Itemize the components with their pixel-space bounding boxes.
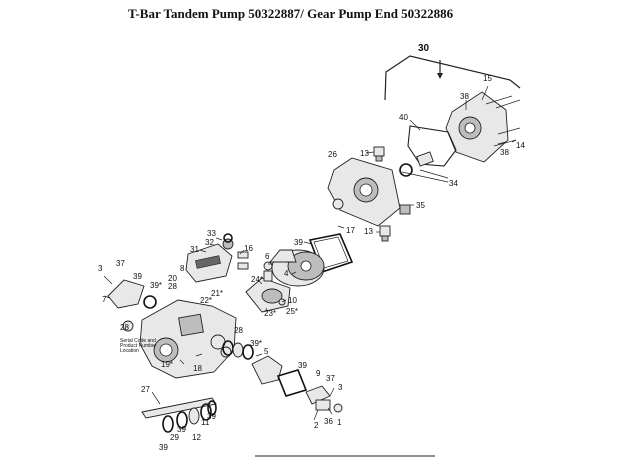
fitting-lower [379, 225, 391, 242]
callout: 23* [264, 309, 276, 318]
callout: 24* [251, 275, 263, 284]
callout: 31 [190, 245, 199, 254]
callout: 28 [234, 326, 243, 335]
callout: 36 [324, 417, 333, 426]
callout: 28 [168, 282, 177, 291]
callout: 33 [207, 229, 216, 238]
callout: 28 [120, 323, 129, 332]
callout: 1 [337, 418, 342, 427]
callout: 4 [284, 269, 289, 278]
callout: 39 [133, 272, 142, 281]
callout: 11 [201, 418, 210, 427]
swash-plate-group [245, 277, 291, 313]
left-cover-plate [107, 279, 157, 332]
callout: 40 [399, 113, 408, 122]
serial-note-line-3: Location [120, 348, 139, 354]
leader-lines [103, 85, 517, 421]
serial-note-line-2: Product Number [120, 343, 157, 349]
callout: 8 [180, 264, 185, 273]
callout: 39 [207, 412, 216, 421]
plug [399, 204, 411, 215]
callout: 20 [168, 274, 177, 283]
callout: 18 [193, 364, 202, 373]
main-pump-housing [139, 299, 237, 379]
gasket [407, 125, 457, 167]
callout: 16 [244, 244, 253, 253]
callout: 5 [264, 347, 269, 356]
callout: 14 [516, 141, 525, 150]
callout: 35 [416, 201, 425, 210]
callout: 38 [500, 148, 509, 157]
callout: 9 [316, 369, 321, 378]
callout: 29 [170, 433, 179, 442]
fitting-upper [373, 146, 385, 162]
callout: 6 [265, 252, 270, 261]
callout: 13 [364, 227, 373, 236]
callout: 38 [460, 92, 469, 101]
callout: 27 [141, 385, 150, 394]
serial-note-line-1: Serial Code and [120, 338, 156, 344]
callout: 39 [159, 443, 168, 452]
callout: 3 [98, 264, 103, 273]
callout: 3 [338, 383, 343, 392]
callout: 19* [161, 360, 173, 369]
callout-assembly: 30 [418, 43, 430, 54]
callout: 21* [211, 289, 223, 298]
assembly-bracket [384, 55, 521, 101]
drive-shaft-27 [141, 397, 217, 433]
callout: 7 [102, 295, 107, 304]
port-plate [327, 157, 401, 227]
callout: 12 [192, 433, 201, 442]
callout: 37 [116, 259, 125, 268]
callout: 39 [298, 361, 307, 370]
callout: 37 [326, 374, 335, 383]
callout: 26 [328, 150, 337, 159]
callout: 39* [150, 281, 162, 290]
callout: 34 [449, 179, 458, 188]
drive-shaft-5 [251, 355, 283, 385]
callout: 22* [200, 296, 212, 305]
bearing-stack [222, 340, 254, 360]
callout: 15 [483, 74, 492, 83]
callout: 39* [250, 339, 262, 348]
callout: 32 [205, 238, 214, 247]
gear-set [399, 151, 449, 179]
callout: 39 [294, 238, 303, 247]
callout: 10 [288, 296, 297, 305]
callout: 2 [314, 421, 319, 430]
callout: 39 [177, 425, 186, 434]
callout: 17 [346, 226, 355, 235]
diagram-title: T-Bar Tandem Pump 50322887/ Gear Pump En… [128, 6, 454, 21]
control-valve [185, 233, 234, 283]
cylinder-block [269, 249, 325, 287]
callout: 25* [286, 307, 298, 316]
callout: 13 [360, 149, 369, 158]
